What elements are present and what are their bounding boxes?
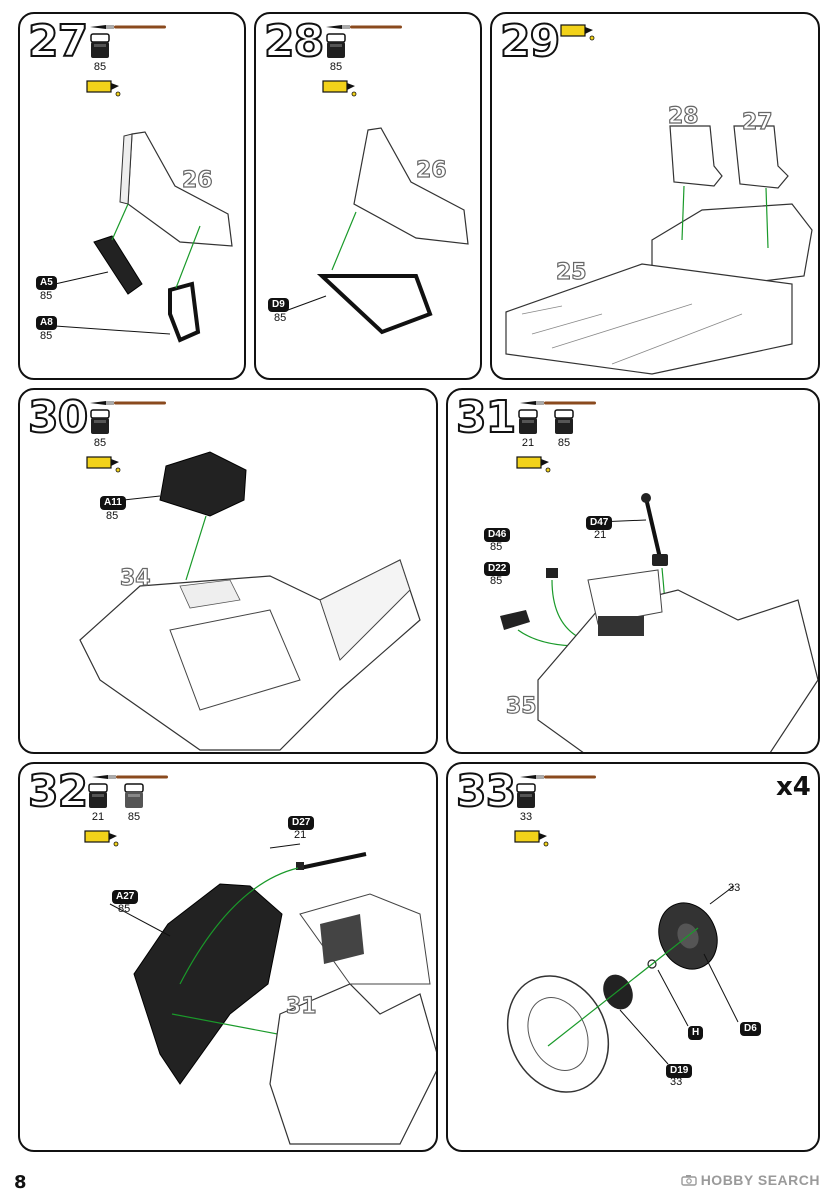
dashboard-assembly-drawing xyxy=(500,493,818,752)
paint-pot: 21 xyxy=(84,782,112,823)
glue-tube-icon xyxy=(322,80,357,97)
part-paint-code: 85 xyxy=(40,330,53,342)
part-tag: D19 xyxy=(666,1064,693,1078)
part-tag: A11 xyxy=(100,496,126,510)
paint-pot: 85 xyxy=(120,782,148,823)
quantity-multiplier: x4 xyxy=(776,772,811,802)
paint-pot-icon xyxy=(516,783,536,808)
ref-part-number: 26 xyxy=(181,168,213,193)
step-32-panel: 32 21 85 D27 21 A27 85 31 xyxy=(18,762,438,1152)
part-paint-code: 33 xyxy=(670,1076,683,1088)
step-30-panel: 30 85 A11 85 34 xyxy=(18,388,438,754)
step-29-panel: 29 28 27 25 xyxy=(490,12,820,380)
step-number: 29 xyxy=(499,16,561,67)
part-tag: D27 xyxy=(288,816,315,830)
part-tag: A27 xyxy=(112,890,139,904)
seat-assembly-drawing xyxy=(54,131,233,343)
part-paint-code: 85 xyxy=(118,903,131,915)
step-number: 31 xyxy=(455,392,517,443)
paintbrush-icon xyxy=(90,25,166,29)
paint-pot-icon xyxy=(88,783,108,808)
step-number: 33 xyxy=(455,766,517,817)
paint-pot: 21 xyxy=(514,408,542,449)
paint-pot-icon xyxy=(518,409,538,434)
part-paint-code: 85 xyxy=(40,290,53,302)
paint-pot-icon xyxy=(90,409,110,434)
part-tag: H xyxy=(688,1026,704,1040)
paint-pot-icon xyxy=(90,33,110,58)
ref-part-number: 28 xyxy=(667,104,699,129)
part-tag: A5 xyxy=(36,276,57,290)
paint-pot: 33 xyxy=(512,782,540,823)
watermark-text: HOBBY SEARCH xyxy=(700,1172,820,1188)
glue-tube-icon xyxy=(84,830,119,847)
step-28-panel: 28 85 26 D9 85 xyxy=(254,12,482,380)
paint-pot: 85 xyxy=(322,32,350,73)
step-number: 30 xyxy=(27,392,89,443)
ref-part-number: 35 xyxy=(505,694,537,719)
camera-icon xyxy=(680,1175,697,1186)
ref-part-number: 34 xyxy=(119,566,151,591)
paintbrush-icon xyxy=(520,775,596,779)
part-paint-code: 21 xyxy=(594,529,607,541)
paintbrush-icon xyxy=(90,401,166,405)
ref-part-number: 31 xyxy=(285,994,317,1019)
part-tag: A8 xyxy=(36,316,57,330)
paint-pot-icon xyxy=(554,409,574,434)
step-31-panel: 31 21 85 D47 21 D46 85 D22 85 35 xyxy=(446,388,820,754)
watermark: HOBBY SEARCH xyxy=(680,1172,820,1188)
part-paint-code: 85 xyxy=(274,312,287,324)
paint-pot-icon xyxy=(326,33,346,58)
mudguard-assembly-drawing xyxy=(109,843,436,1145)
part-tag: D9 xyxy=(268,298,289,312)
step-number: 28 xyxy=(263,16,325,67)
ref-part-number: 27 xyxy=(741,110,773,135)
step-33-panel: 33 33 x4 33 H D6 D19 33 xyxy=(446,762,820,1152)
part-paint-code: 21 xyxy=(294,829,307,841)
glue-tube-icon xyxy=(516,456,551,473)
step-27-panel: 27 85 26 A5 85 A8 85 xyxy=(18,12,246,380)
part-paint-code: 85 xyxy=(106,510,119,522)
ref-part-number: 25 xyxy=(555,260,587,285)
glue-tube-icon xyxy=(560,24,595,41)
wheel-assembly-drawing xyxy=(506,885,739,1093)
paint-pot: 85 xyxy=(86,32,114,73)
floor-pan-drawing xyxy=(505,125,813,375)
paint-pot-icon xyxy=(124,783,144,808)
paintbrush-icon xyxy=(520,401,596,405)
part-tag: D6 xyxy=(740,1022,761,1036)
ref-part-number: 26 xyxy=(415,158,447,183)
paint-pot: 85 xyxy=(86,408,114,449)
part-tag: D22 xyxy=(484,562,511,576)
step-number: 32 xyxy=(27,766,89,817)
page-number: 8 xyxy=(14,1172,27,1193)
part-tag: D47 xyxy=(586,516,613,530)
console-assembly-drawing xyxy=(79,451,421,751)
paintbrush-icon xyxy=(92,775,168,779)
part-paint-code: 85 xyxy=(490,575,503,587)
paint-pot: 85 xyxy=(550,408,578,449)
part-tag: D46 xyxy=(484,528,511,542)
part-paint-code: 33 xyxy=(728,882,741,894)
step-number: 27 xyxy=(27,16,89,67)
glue-tube-icon xyxy=(514,830,549,847)
glue-tube-icon xyxy=(86,456,121,473)
seat-assembly-drawing xyxy=(287,127,469,335)
part-paint-code: 85 xyxy=(490,541,503,553)
paintbrush-icon xyxy=(326,25,402,29)
glue-tube-icon xyxy=(86,80,121,97)
